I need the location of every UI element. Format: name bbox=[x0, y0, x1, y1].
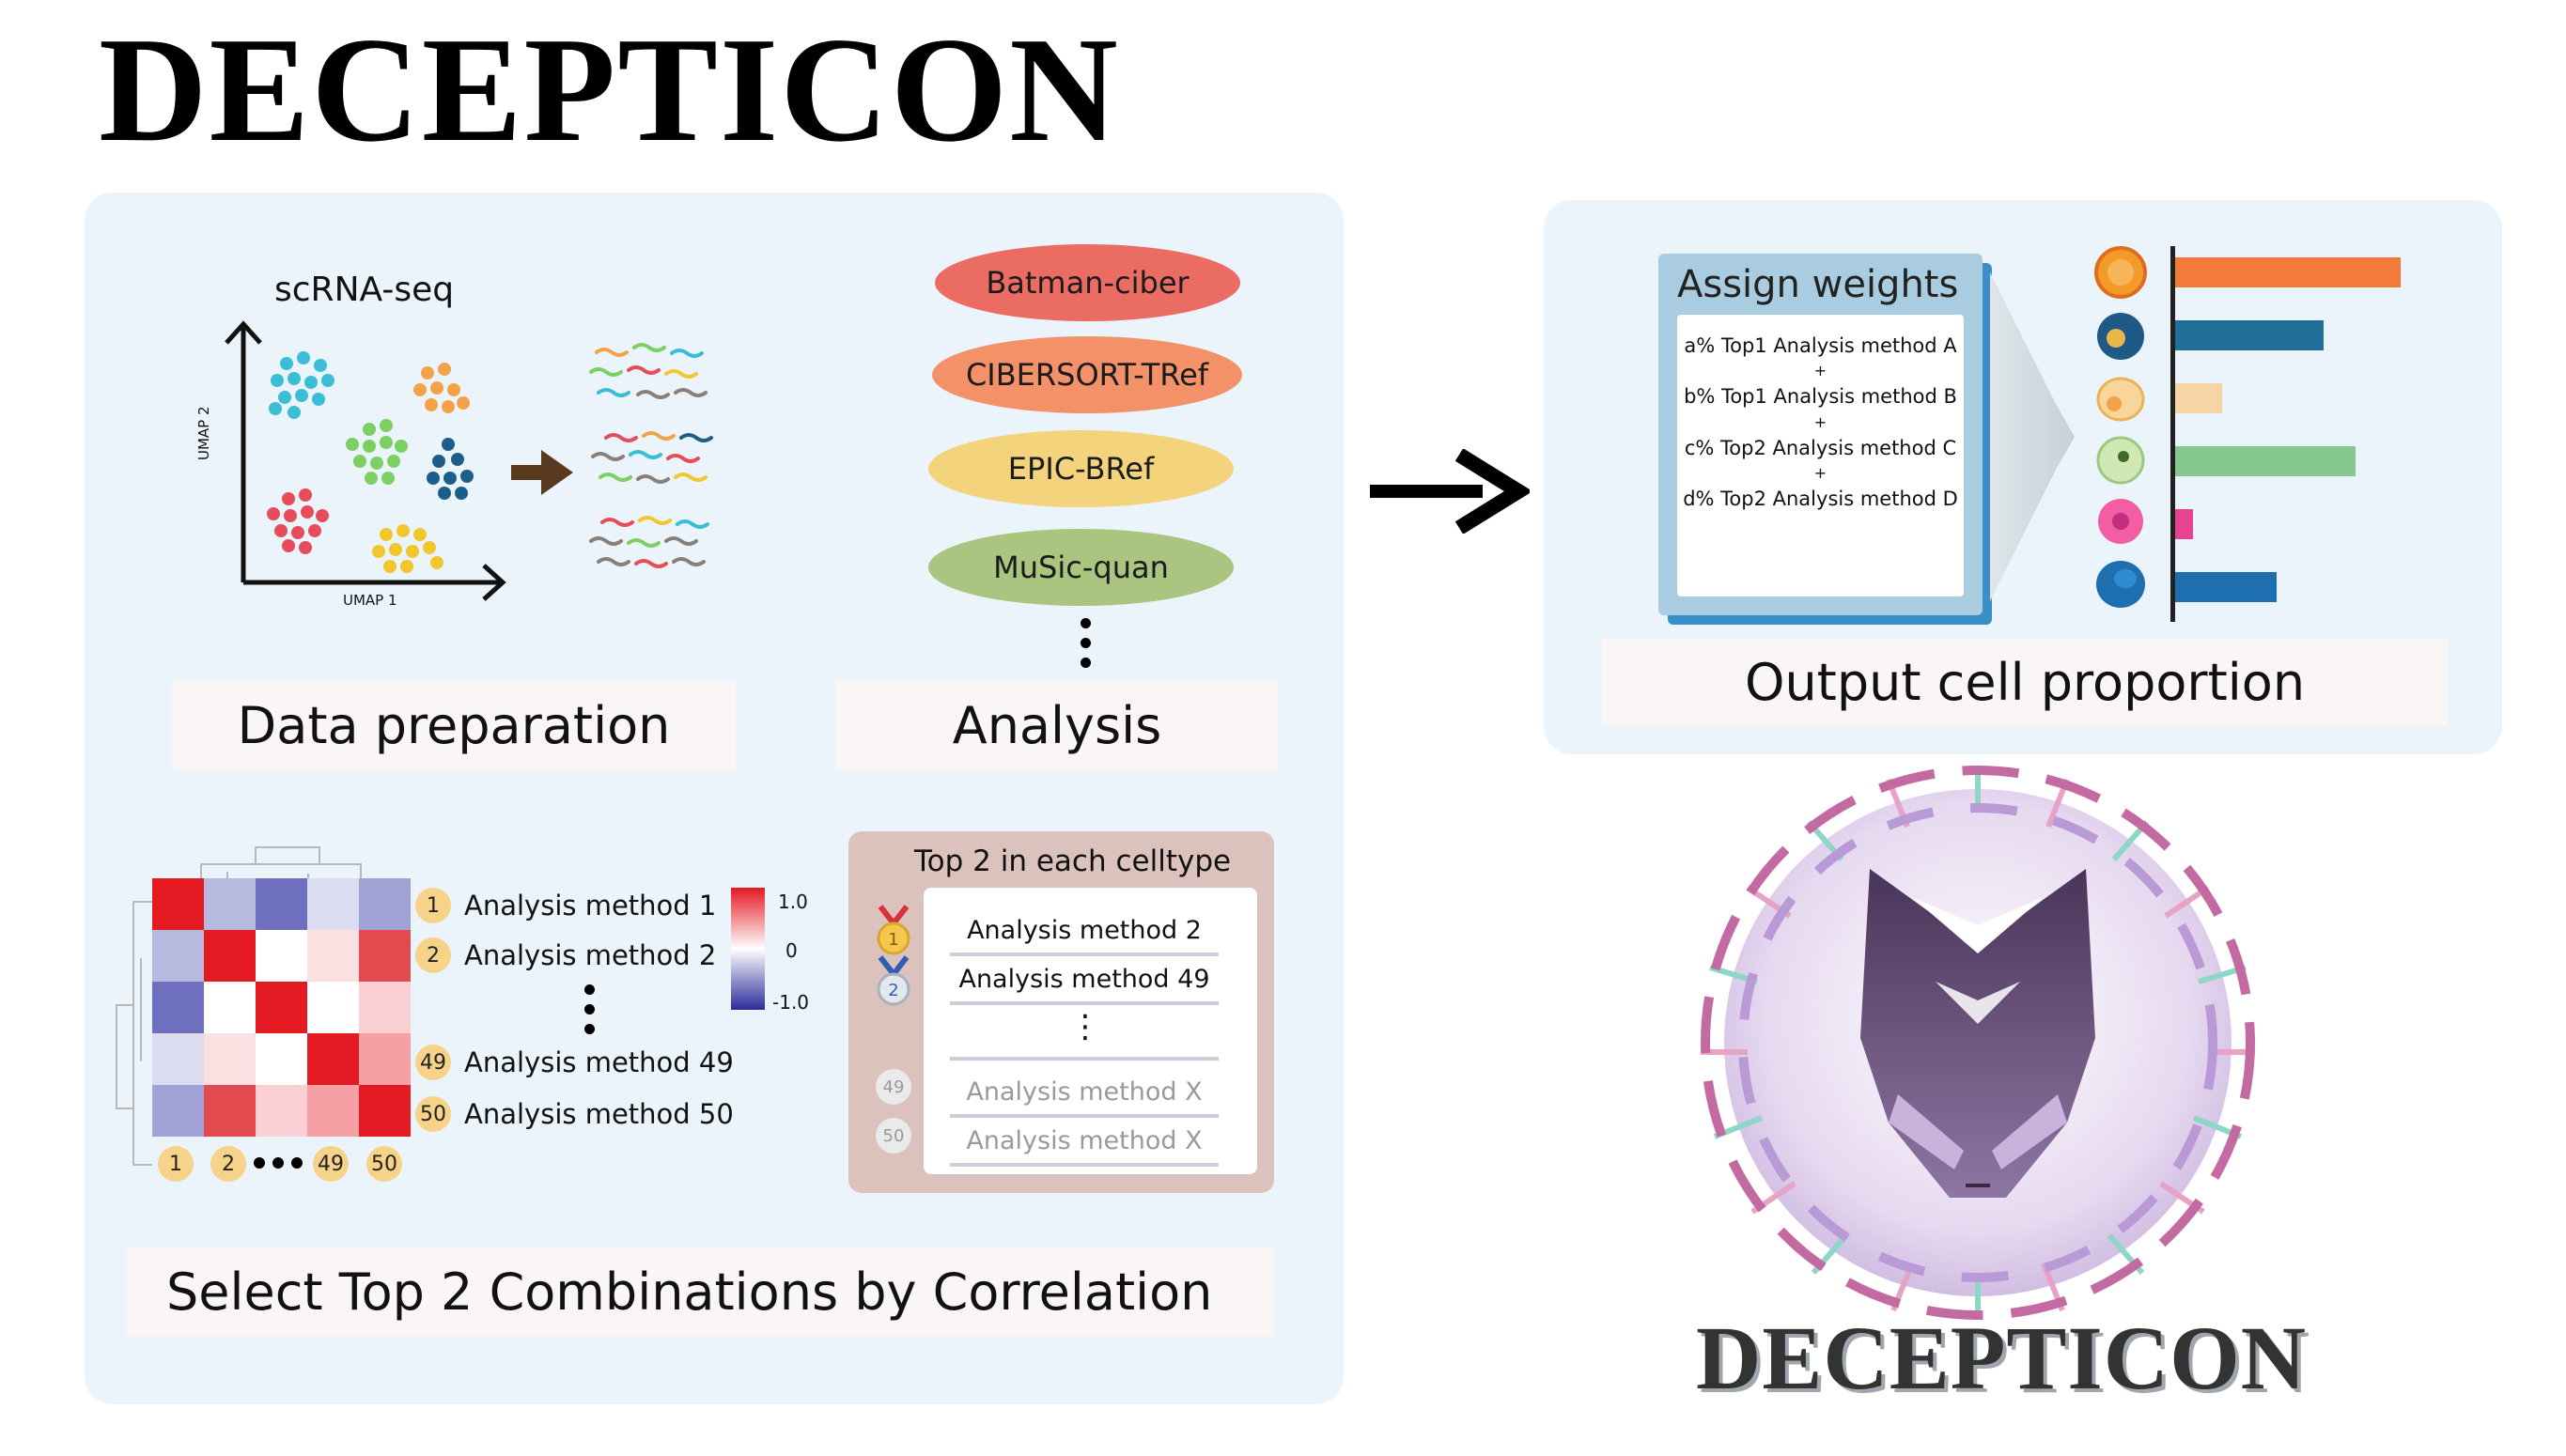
green-cell-icon bbox=[2096, 436, 2145, 485]
formula-term-b: b% Top1 Analysis method B bbox=[1684, 385, 1957, 409]
top2-item-1: Analysis method 2 bbox=[950, 916, 1219, 956]
column-badge-50: 50 bbox=[366, 1146, 402, 1182]
gold-medal-icon: 1 bbox=[877, 905, 910, 955]
silver-medal-icon: 2 bbox=[877, 955, 910, 1006]
rank-badge-50: 50 bbox=[876, 1118, 911, 1154]
column-badge-49: 49 bbox=[313, 1146, 349, 1182]
scale-mid-label: 0 bbox=[785, 939, 798, 962]
proportion-bar-chart bbox=[2161, 246, 2424, 622]
plus-sign: + bbox=[1813, 463, 1827, 482]
rank-badge: 50 bbox=[415, 1096, 451, 1132]
method-ellipse-epic-bref: EPIC-BRef bbox=[928, 430, 1234, 507]
method-ellipse-batman-ciber: Batman-ciber bbox=[935, 244, 1240, 321]
method-name: Analysis method 50 bbox=[464, 1098, 734, 1130]
blue-cell-icon bbox=[2096, 561, 2145, 608]
method-name: Analysis method 49 bbox=[464, 1046, 734, 1078]
formula-term-c: c% Top2 Analysis method C bbox=[1684, 436, 1957, 459]
correlation-color-scale bbox=[731, 888, 765, 1010]
heatmap-row-method-1: 1 Analysis method 1 bbox=[415, 888, 716, 923]
rank-badge: 49 bbox=[415, 1045, 451, 1080]
rank-badge: 1 bbox=[415, 888, 451, 923]
page-title: DECEPTICON bbox=[99, 6, 1120, 173]
scale-min-label: -1.0 bbox=[772, 991, 810, 1014]
proportion-bar bbox=[2175, 509, 2193, 539]
more-rows-dots bbox=[584, 984, 595, 1034]
proportion-bar bbox=[2175, 572, 2277, 602]
heatmap-row-method-50: 50 Analysis method 50 bbox=[415, 1096, 734, 1132]
rank-badge: 2 bbox=[415, 937, 451, 973]
medal-number: 2 bbox=[888, 981, 898, 1000]
next-step-arrow-icon bbox=[1370, 449, 1530, 534]
heatmap-row-method-49: 49 Analysis method 49 bbox=[415, 1045, 734, 1080]
assign-weights-title: Assign weights bbox=[1677, 263, 1959, 306]
top2-title: Top 2 in each celltype bbox=[914, 844, 1232, 878]
top2-divider bbox=[950, 1057, 1219, 1061]
proportion-bar bbox=[2175, 320, 2324, 350]
bar-axis bbox=[2170, 246, 2175, 622]
scale-max-label: 1.0 bbox=[778, 891, 808, 913]
formula-term-d: d% Top2 Analysis method D bbox=[1683, 487, 1958, 510]
more-methods-dots bbox=[1081, 618, 1091, 668]
decepticon-logo bbox=[1701, 766, 2255, 1320]
projection-shape bbox=[1990, 272, 2075, 601]
right-arrow-icon bbox=[511, 450, 573, 495]
assign-weights-card: Assign weights a% Top1 Analysis method A… bbox=[1658, 254, 1983, 615]
plus-sign: + bbox=[1813, 412, 1827, 431]
analysis-label: Analysis bbox=[836, 681, 1278, 770]
pink-cell-icon bbox=[2098, 499, 2143, 544]
sequencing-reads-icon bbox=[589, 343, 713, 568]
medal-number: 1 bbox=[888, 930, 898, 950]
heatmap-row-method-2: 2 Analysis method 2 bbox=[415, 937, 716, 973]
top2-item-2: Analysis method 49 bbox=[950, 965, 1219, 1005]
scrna-seq-title: scRNA-seq bbox=[274, 271, 455, 309]
top2-list: Analysis method 2 Analysis method 49 ⋮ A… bbox=[924, 888, 1257, 1174]
rank-badge-49: 49 bbox=[876, 1069, 911, 1105]
top2-item-49: Analysis method X bbox=[950, 1077, 1219, 1118]
weights-formula: a% Top1 Analysis method A + b% Top1 Anal… bbox=[1677, 315, 1964, 596]
top2-panel: Top 2 in each celltype Analysis method 2… bbox=[848, 831, 1274, 1193]
umap-y-label: UMAP 2 bbox=[195, 406, 212, 460]
umap-plot bbox=[225, 320, 506, 601]
proportion-bar bbox=[2175, 383, 2222, 413]
correlation-heatmap bbox=[116, 846, 411, 1166]
data-preparation-label: Data preparation bbox=[172, 681, 736, 770]
method-ellipse-cibersort-tref: CIBERSORT-TRef bbox=[932, 336, 1242, 413]
formula-term-a: a% Top1 Analysis method A bbox=[1684, 334, 1957, 357]
output-cell-proportion-label: Output cell proportion bbox=[1602, 639, 2448, 725]
cream-cell-icon bbox=[2096, 377, 2145, 422]
method-name: Analysis method 2 bbox=[464, 939, 717, 971]
method-name: Analysis method 1 bbox=[464, 890, 717, 922]
proportion-bar bbox=[2175, 446, 2356, 476]
column-badge-2: 2 bbox=[210, 1146, 246, 1182]
select-top2-label: Select Top 2 Combinations by Correlation bbox=[127, 1247, 1273, 1337]
column-badge-1: 1 bbox=[158, 1146, 194, 1182]
top2-ellipsis: ⋮ bbox=[1069, 1008, 1101, 1046]
top2-item-50: Analysis method X bbox=[950, 1126, 1219, 1167]
column-dots bbox=[254, 1157, 303, 1169]
umap-x-label: UMAP 1 bbox=[343, 592, 397, 609]
plus-sign: + bbox=[1813, 362, 1827, 380]
proportion-bar bbox=[2175, 257, 2401, 287]
dark-blue-cell-icon bbox=[2097, 313, 2144, 360]
cell-icons bbox=[2094, 246, 2147, 608]
method-ellipse-music-quan: MuSic-quan bbox=[928, 529, 1234, 606]
logo-wordmark: DECEPTICON bbox=[1696, 1308, 2308, 1408]
